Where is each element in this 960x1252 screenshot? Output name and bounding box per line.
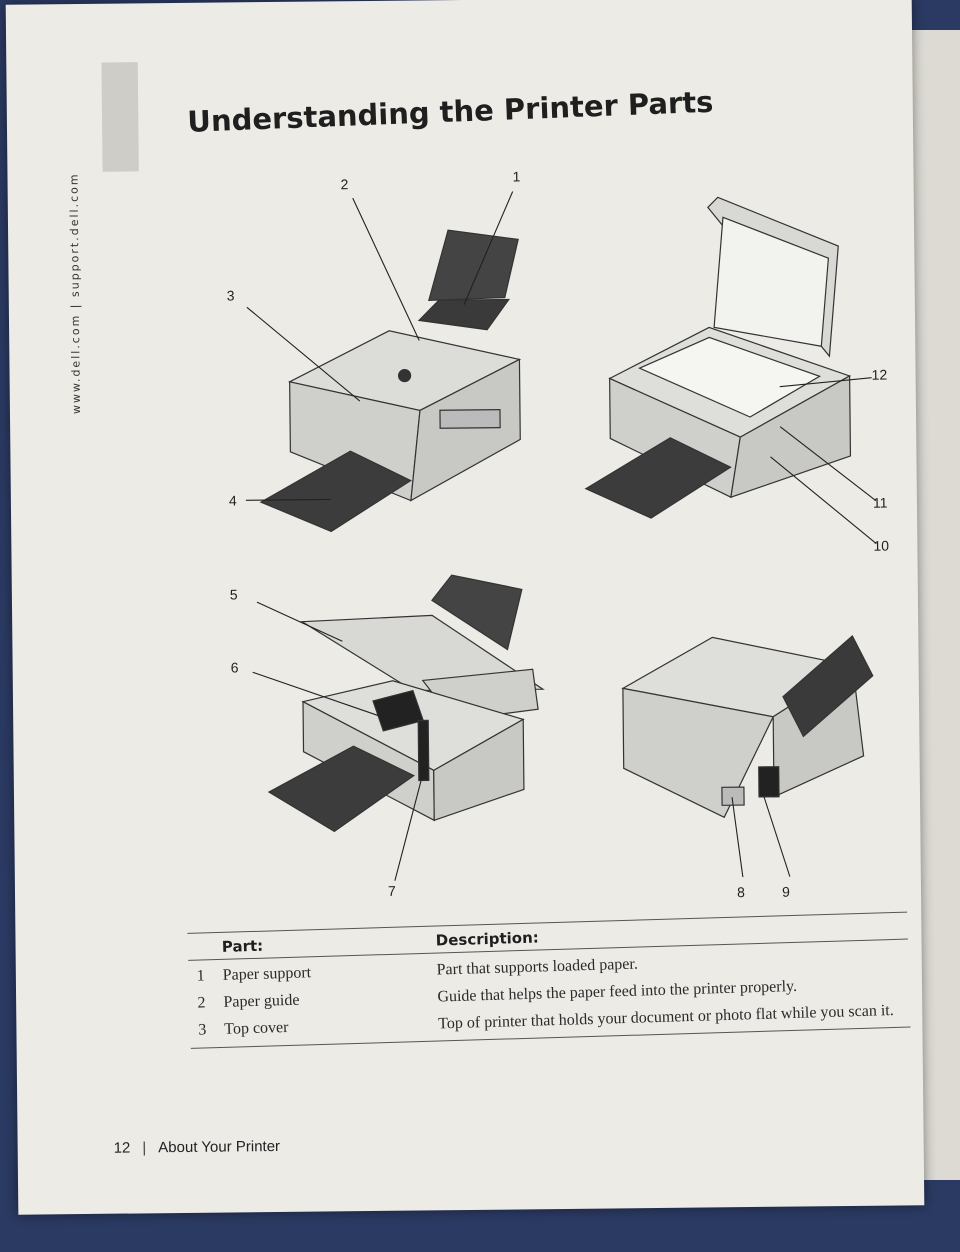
footer-separator: | (142, 1139, 147, 1157)
page-footer: 12 | About Your Printer (114, 1138, 281, 1157)
manual-page: ▌ www.dell.com | support.dell.com Unders… (5, 0, 925, 1215)
callout-7: 7 (388, 883, 396, 899)
printer-illustration-back (621, 634, 874, 819)
printer-illustration-closed (259, 229, 522, 533)
callout-8: 8 (737, 884, 745, 900)
callout-leader-lines (245, 191, 877, 881)
row-part: Top cover (224, 1018, 289, 1038)
callout-2: 2 (341, 176, 349, 192)
callout-4: 4 (229, 492, 237, 508)
row-number: 1 (196, 967, 205, 985)
callout-1: 1 (512, 168, 520, 184)
printer-illustration-scanner-open (267, 574, 545, 833)
footer-section-title: About Your Printer (158, 1137, 281, 1157)
callout-9: 9 (782, 884, 790, 900)
header-description: Description: (435, 928, 539, 950)
callout-3: 3 (227, 287, 235, 303)
callout-12: 12 (872, 367, 888, 383)
row-part: Paper support (222, 964, 312, 984)
row-number: 2 (197, 994, 206, 1012)
callout-10: 10 (873, 538, 889, 554)
callout-11: 11 (873, 495, 888, 511)
callout-6: 6 (231, 659, 239, 675)
callout-5: 5 (230, 586, 238, 602)
row-part: Paper guide (223, 991, 300, 1011)
printer-parts-figure: 1 2 3 4 5 6 7 8 9 10 11 12 (227, 168, 890, 900)
callout-numbers: 1 2 3 4 5 6 7 8 9 10 11 12 (227, 168, 890, 900)
printer-illustration-lid-open (584, 196, 852, 519)
row-number: 3 (198, 1021, 207, 1039)
page-number: 12 (113, 1139, 131, 1157)
parts-table: Part: Description: 1 Paper support Part … (187, 911, 911, 1049)
header-part: Part: (221, 936, 264, 956)
